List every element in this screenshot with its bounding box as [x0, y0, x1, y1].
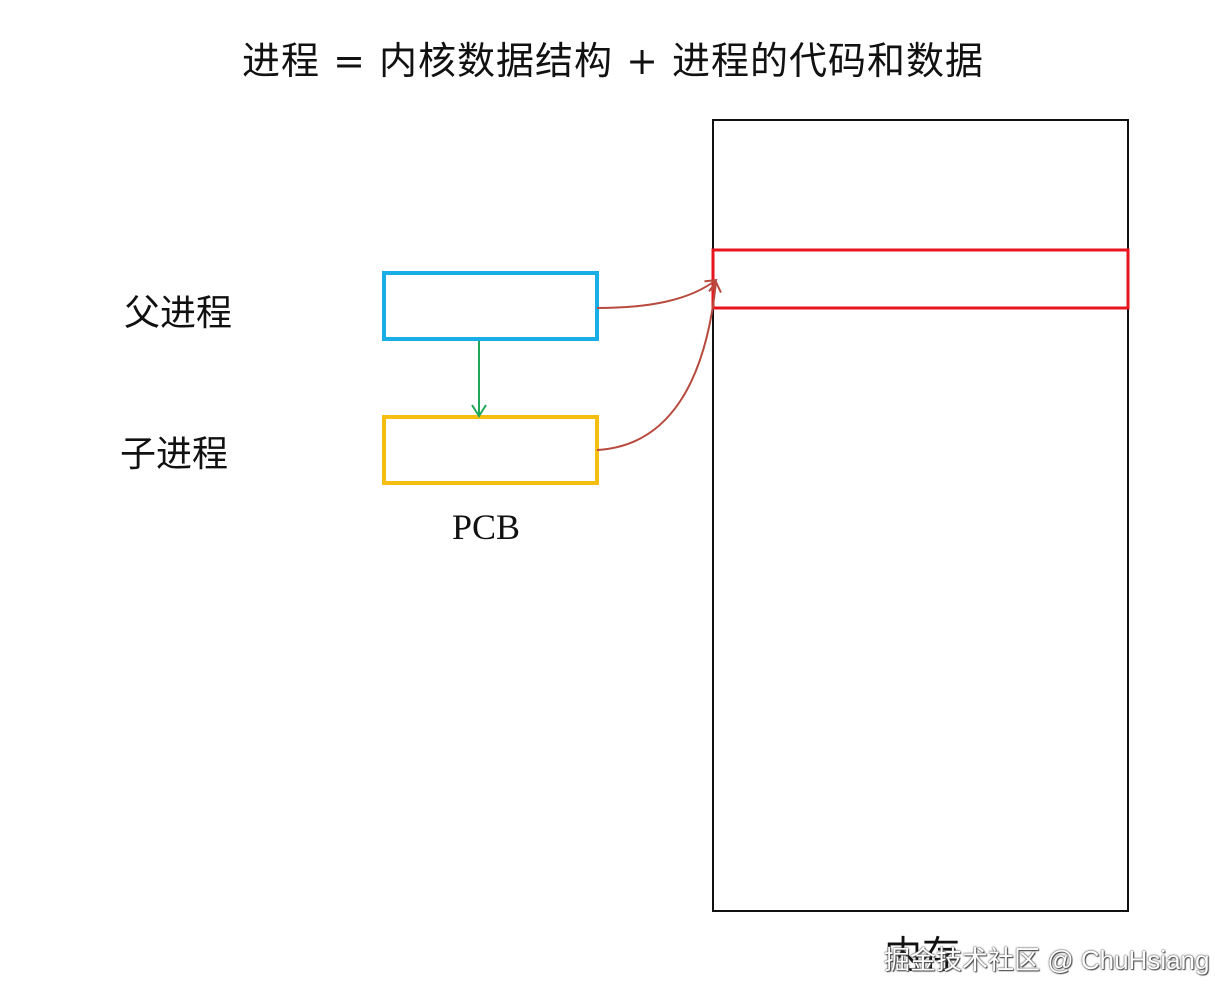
parent-pointer-arrow	[596, 278, 718, 309]
memory-block	[712, 119, 1129, 912]
child-process-label: 子进程	[120, 434, 229, 475]
memory-label: 内存	[884, 933, 961, 977]
parent-pcb-box	[382, 271, 599, 341]
diagram-title: 进程 = 内核数据结构 + 进程的代码和数据	[242, 39, 984, 83]
pcb-label: PCB	[452, 507, 521, 547]
parent-process-label: 父进程	[124, 293, 233, 334]
child-pointer-arrow	[596, 280, 722, 451]
watermark: 掘金技术社区 @ ChuHsiang	[884, 945, 1210, 975]
child-pcb-box	[382, 415, 599, 485]
